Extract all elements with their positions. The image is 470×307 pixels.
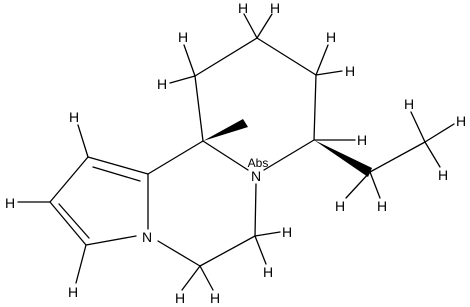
atom-h: H — [238, 0, 248, 16]
atom-h: H — [270, 0, 280, 16]
atom-h: H — [377, 198, 387, 214]
atom-h: H — [157, 76, 167, 92]
atom-h: H — [210, 290, 220, 306]
atom-n-pyrrole: N — [142, 229, 152, 245]
atom-h: H — [178, 29, 188, 45]
atom-labels: N Abs N H H H H H H H H H H H H H H H H … — [5, 0, 466, 306]
atom-h: H — [175, 290, 185, 306]
wedge-bond-ethyl — [314, 140, 372, 177]
atom-h: H — [282, 224, 292, 240]
atom-h: H — [404, 96, 414, 112]
atom-h: H — [5, 195, 15, 211]
atom-h: H — [69, 109, 79, 125]
atom-h: H — [438, 167, 448, 183]
atom-h: H — [326, 29, 336, 45]
atom-h: H — [345, 63, 355, 79]
atom-h: H — [456, 113, 466, 129]
atom-n-bridgehead: N — [251, 168, 261, 184]
atom-h: H — [335, 198, 345, 214]
stereo-abs-label: Abs — [248, 156, 269, 170]
atom-h: H — [263, 264, 273, 280]
ring-bonds — [49, 37, 426, 267]
atom-h: H — [68, 284, 78, 300]
hydrogen-bonds — [17, 13, 455, 291]
wedge-bond-ring-junction — [203, 119, 248, 141]
atom-h: H — [357, 132, 367, 148]
